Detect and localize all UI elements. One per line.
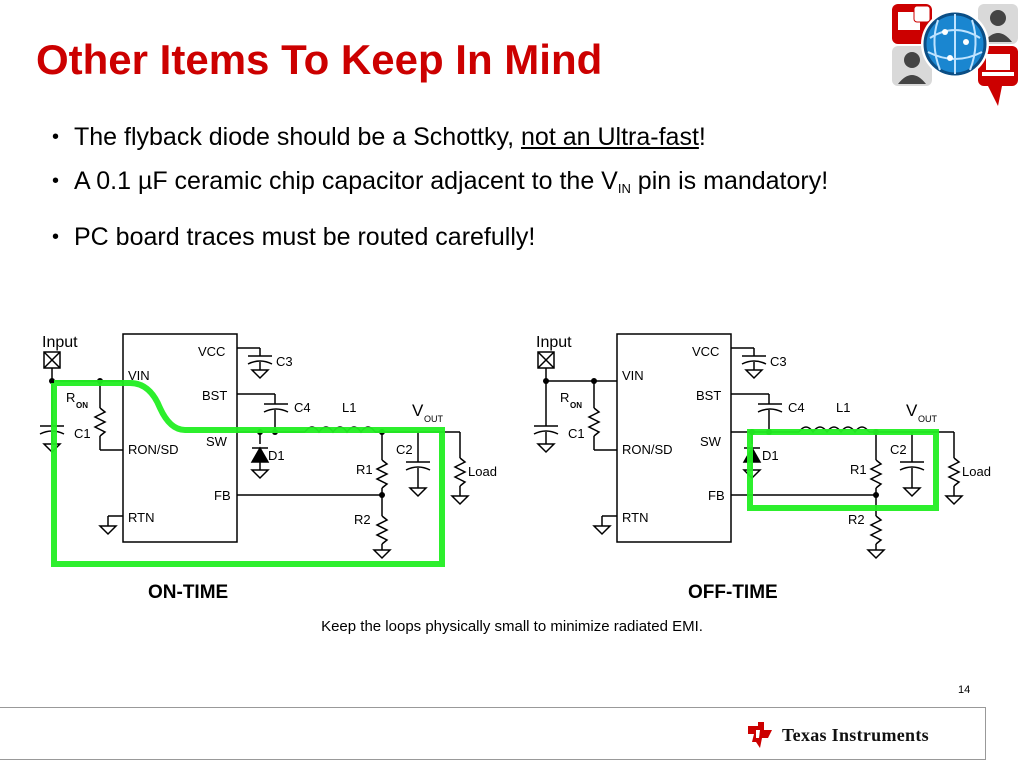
pin-vin: VIN	[128, 368, 150, 383]
part-r2: R2	[848, 512, 865, 527]
part-l1: L1	[836, 400, 850, 415]
part-r1: R1	[850, 462, 867, 477]
part-ron: R	[66, 390, 75, 405]
figure-caption: Keep the loops physically small to minim…	[321, 618, 703, 635]
part-c4: C4	[788, 400, 805, 415]
part-d1: D1	[268, 448, 285, 463]
slide-title: Other Items To Keep In Mind	[36, 36, 603, 83]
bullet-capacitor: • A 0.1 µF ceramic chip capacitor adjacen…	[52, 166, 828, 204]
pin-vcc: VCC	[692, 344, 719, 359]
bullet-dot: •	[52, 126, 60, 148]
bullet-list: • The flyback diode should be a Schottky,…	[52, 122, 828, 252]
part-c3: C3	[770, 354, 787, 369]
part-vout-sub: OUT	[918, 414, 938, 424]
pin-bst: BST	[202, 388, 227, 403]
bullet-text: The flyback diode should be a Schottky,	[74, 123, 522, 151]
part-r2: R2	[354, 512, 371, 527]
part-c1: C1	[568, 426, 585, 441]
current-loop-highlight	[51, 380, 445, 567]
part-load: Load	[962, 464, 991, 479]
bullet-text: PC board traces must be routed carefully…	[74, 223, 536, 251]
pin-bst: BST	[696, 388, 721, 403]
ti-brand-text: Texas Instruments	[782, 724, 929, 745]
pin-ronsd: RON/SD	[128, 442, 179, 457]
bullet-text: A 0.1 µF ceramic chip capacitor adjacent…	[74, 167, 618, 195]
current-loop-highlight	[747, 429, 939, 511]
bullet-text-end: pin is mandatory!	[630, 167, 829, 195]
pin-fb: FB	[214, 488, 231, 503]
pin-ronsd: RON/SD	[622, 442, 673, 457]
pin-sw: SW	[206, 434, 228, 449]
schematic-on-time: Input VIN VCC BST RON/SD SW FB RTN C3 C4…	[39, 333, 497, 603]
pin-vin: VIN	[622, 368, 644, 383]
part-vout: V	[412, 401, 424, 420]
part-c3: C3	[276, 354, 293, 369]
part-vout: V	[906, 401, 918, 420]
part-c2: C2	[396, 442, 413, 457]
pin-vcc: VCC	[198, 344, 225, 359]
part-ron-sub: ON	[570, 401, 582, 410]
part-d1: D1	[762, 448, 779, 463]
part-load: Load	[468, 464, 497, 479]
bullet-schottky: • The flyback diode should be a Schottky,…	[52, 122, 828, 152]
diagram-label-on-time: ON-TIME	[148, 582, 228, 603]
part-ron-sub: ON	[76, 401, 88, 410]
page-number: 14	[958, 684, 971, 696]
diagram-label-off-time: OFF-TIME	[688, 582, 778, 603]
ti-brand: Texas Instruments	[746, 720, 929, 750]
bullet-underlined-text: not an Ultra-fast	[521, 123, 699, 151]
footer-bar	[0, 707, 986, 760]
part-c2: C2	[890, 442, 907, 457]
pin-fb: FB	[708, 488, 725, 503]
part-l1: L1	[342, 400, 356, 415]
bullet-dot: •	[52, 226, 60, 248]
pin-sw: SW	[700, 434, 722, 449]
part-c1: C1	[74, 426, 91, 441]
network-people-logo	[892, 4, 1018, 106]
bullet-pcb-traces: • PC board traces must be routed carefull…	[52, 222, 828, 252]
bullet-subscript: IN	[617, 181, 631, 196]
ti-logo-icon	[748, 722, 772, 748]
bullet-dot: •	[52, 170, 60, 192]
input-label: Input	[536, 334, 572, 351]
bullet-text-end: !	[698, 123, 706, 151]
input-label: Input	[42, 334, 78, 351]
part-c4: C4	[294, 400, 311, 415]
pin-rtn: RTN	[128, 510, 154, 525]
part-r1: R1	[356, 462, 373, 477]
pin-rtn: RTN	[622, 510, 648, 525]
part-vout-sub: OUT	[424, 414, 444, 424]
schematic-off-time: Input VIN VCC BST RON/SD SW FB RTN C3 C4…	[533, 333, 991, 603]
part-ron: R	[560, 390, 569, 405]
